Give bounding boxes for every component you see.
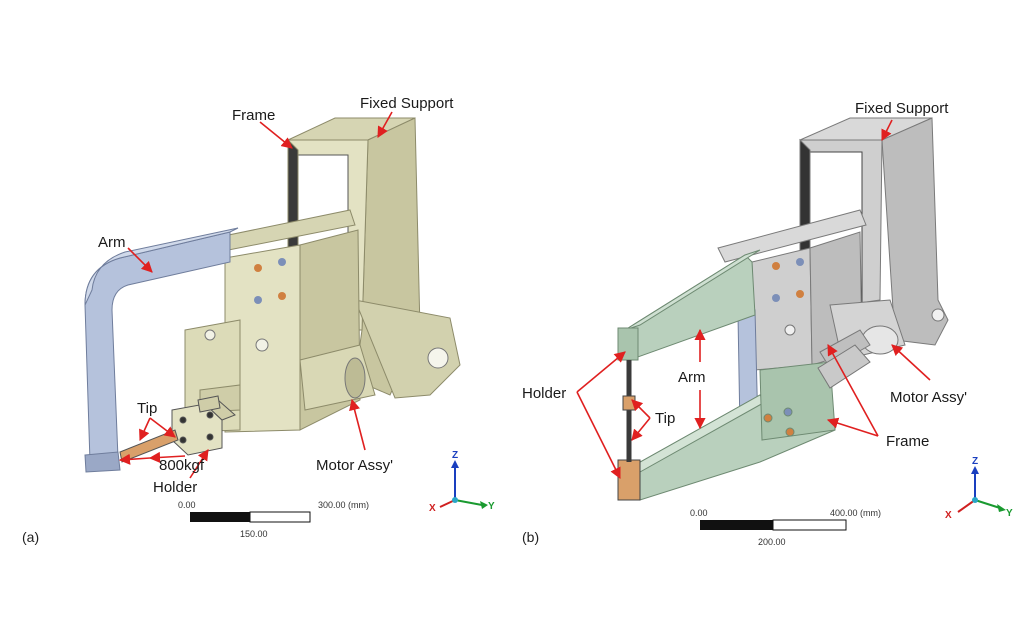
label-frame-a: Frame	[232, 107, 275, 124]
label-motor-b: Motor Assy'	[890, 389, 967, 406]
scale-end-a: 300.00 (mm)	[318, 500, 369, 510]
bolts-b	[772, 258, 804, 302]
panel-b: Fixed Support Holder Arm Tip Motor Assy'…	[522, 100, 1013, 547]
axis-y-a: Y	[488, 501, 495, 512]
axis-x-b: X	[945, 510, 952, 521]
lower-arm-b	[634, 361, 836, 501]
label-fixed-support-a: Fixed Support	[360, 95, 454, 112]
axis-z-b: Z	[972, 456, 978, 467]
label-tip-b: Tip	[655, 410, 675, 427]
bolts-a	[254, 258, 286, 304]
scale-mid-b: 200.00	[758, 537, 786, 547]
frame-body-b	[717, 117, 949, 371]
label-force-a: 800kgf	[159, 457, 205, 474]
axis-y-b: Y	[1006, 508, 1013, 519]
label-tip-a: Tip	[137, 400, 157, 417]
arm-body-a	[84, 227, 239, 473]
scale-bar-a: 0.00 300.00 (mm) 150.00	[178, 500, 369, 539]
label-motor-a: Motor Assy'	[316, 457, 393, 474]
upper-arm-b	[617, 249, 761, 361]
axis-triad-a: Z X Y	[429, 450, 495, 514]
panel-tag-b: (b)	[522, 529, 539, 545]
annotations-b	[576, 119, 931, 480]
label-holder-a: Holder	[153, 479, 197, 496]
axis-z-a: Z	[452, 450, 458, 461]
scale-mid-a: 150.00	[240, 529, 268, 539]
scale-start-b: 0.00	[690, 508, 708, 518]
scale-start-a: 0.00	[178, 500, 196, 510]
axis-triad-b: Z X Y	[945, 456, 1013, 521]
label-arm-a: Arm	[98, 234, 126, 251]
frame-body-a	[179, 117, 461, 433]
annotations-a	[118, 111, 393, 479]
label-frame-b: Frame	[886, 433, 929, 450]
label-arm-b: Arm	[678, 369, 706, 386]
label-fixed-support-b: Fixed Support	[855, 100, 949, 117]
label-holder-b: Holder	[522, 385, 566, 402]
motor-b	[817, 344, 871, 389]
holder-assembly-b	[617, 360, 641, 501]
panel-tag-a: (a)	[22, 529, 39, 545]
axis-x-a: X	[429, 503, 436, 514]
holder-assembly-a	[119, 395, 236, 463]
panel-a: Frame Fixed Support Arm Tip 800kgf Holde…	[22, 95, 495, 545]
scale-bar-b: 0.00 400.00 (mm) 200.00	[690, 508, 881, 547]
scale-end-b: 400.00 (mm)	[830, 508, 881, 518]
